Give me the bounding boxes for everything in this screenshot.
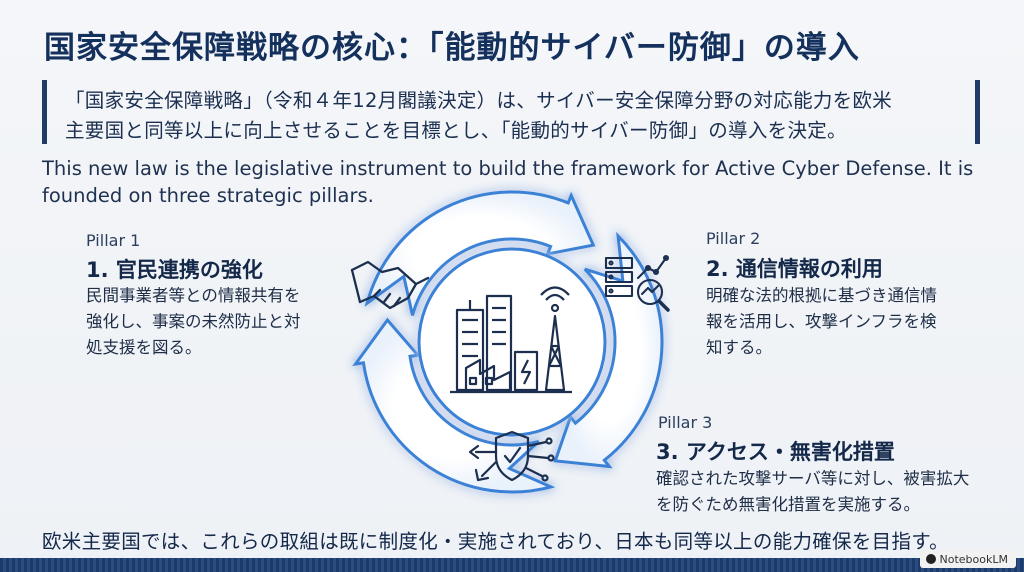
pillar-3-desc-line: を防ぐため無害化措置を実施する。: [656, 495, 920, 514]
pillar-2-heading: 2. 通信情報の利用: [706, 257, 883, 281]
pillar-2-desc-line: 知する。: [706, 338, 772, 357]
data-analysis-icon: [604, 254, 670, 312]
pillar-1-heading: 1. 官民連携の強化: [86, 258, 263, 282]
cycle-segment-3: [352, 317, 556, 494]
english-intro: This new law is the legislative instrume…: [42, 157, 974, 207]
summary-box: 「国家安全保障戦略」（令和４年12月閣議決定）は、サイバー安全保障分野の対応能力…: [42, 80, 980, 144]
pillar-1-description: 民間事業者等との情報共有を 強化し、事案の未然防止と対 処支援を図る。: [86, 283, 301, 361]
cycle-segment-1: [364, 190, 596, 316]
pillar-2-desc-line: 明確な法的根拠に基づき通信情: [706, 286, 937, 305]
shield-network-icon: [468, 430, 555, 482]
pillar-3-description: 確認された攻撃サーバ等に対し、被害拡大 を防ぐため無害化措置を実施する。: [656, 466, 969, 518]
city-infrastructure-icon: [450, 286, 572, 394]
pillar-3-tag: Pillar 3: [658, 413, 713, 432]
page-title: 国家安全保障戦略の核心：「能動的サイバー防御」の導入: [44, 30, 860, 66]
pillar-3-desc-line: 確認された攻撃サーバ等に対し、被害拡大: [656, 469, 970, 488]
pillar-1-desc-line: 強化し、事案の未然防止と対: [86, 312, 301, 331]
pillar-3-heading: 3. アクセス・無害化措置: [656, 440, 895, 464]
summary-line-2: 主要国と同等以上に向上させることを目標とし、「能動的サイバー防御」の導入を決定。: [65, 119, 847, 142]
footer-statement: 欧米主要国では、これらの取組は既に制度化・実施されており、日本も同等以上の能力確…: [42, 530, 949, 553]
pillar-2-description: 明確な法的根拠に基づき通信情 報を活用し、攻撃インフラを検 知する。: [706, 283, 937, 361]
cycle-segment-2: [553, 231, 664, 469]
pillar-1-desc-line: 処支援を図る。: [86, 338, 202, 357]
pillar-1-tag: Pillar 1: [86, 231, 141, 250]
badge-label: NotebookLM: [939, 552, 1008, 566]
notebooklm-logo-icon: [925, 554, 936, 564]
pillar-2-tag: Pillar 2: [706, 229, 761, 248]
pillar-2-desc-line: 報を活用し、攻撃インフラを検: [706, 312, 937, 331]
pillar-1-desc-line: 民間事業者等との情報共有を: [86, 286, 301, 305]
summary-line-1: 「国家安全保障戦略」（令和４年12月閣議決定）は、サイバー安全保障分野の対応能力…: [65, 89, 893, 112]
cycle-segments: [352, 190, 664, 494]
bottom-bar: [0, 558, 1024, 572]
notebooklm-badge: NotebookLM: [919, 550, 1016, 568]
handshake-icon: [350, 260, 430, 310]
